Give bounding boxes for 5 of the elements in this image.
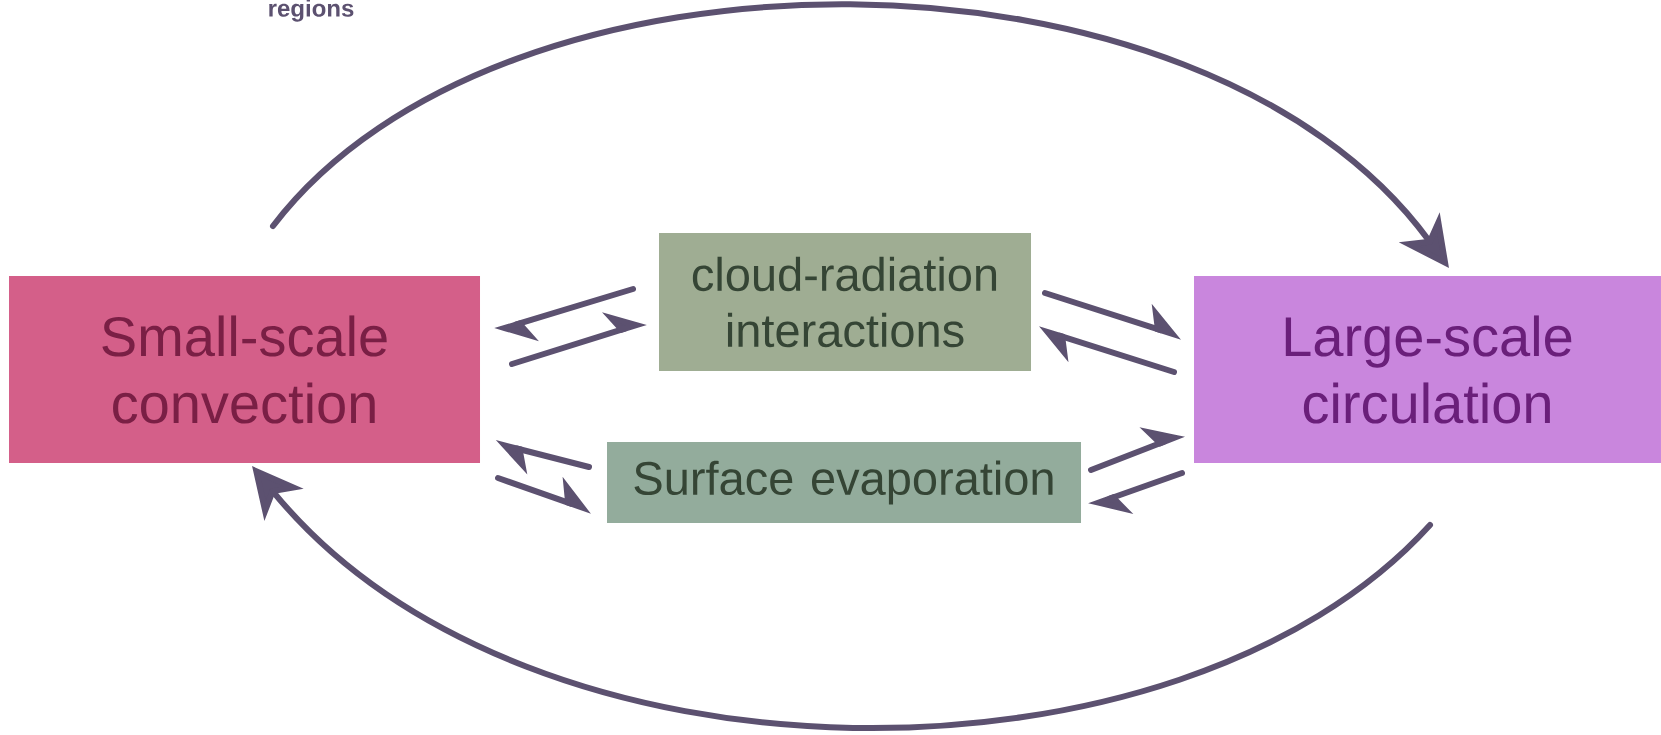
- process-box: Surface evaporation: [607, 442, 1081, 523]
- process-box: Small-scale convection: [9, 276, 480, 463]
- process-box: cloud-radiation interactions: [659, 233, 1031, 371]
- caption-text: regions: [269, 0, 354, 22]
- process-box: Large-scale circulation: [1194, 276, 1661, 463]
